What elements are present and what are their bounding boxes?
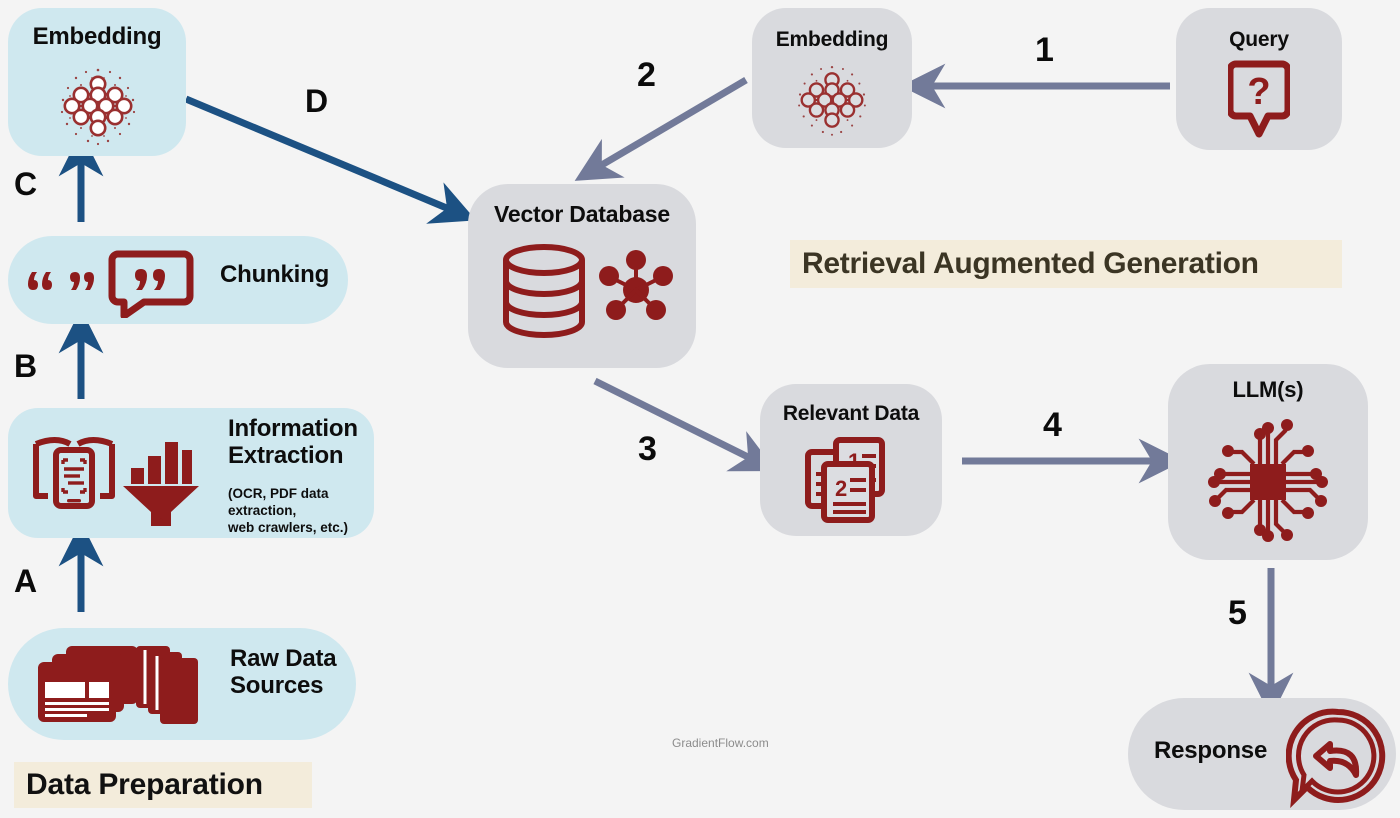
node-title: Embedding	[32, 23, 162, 50]
step-label-2: 2	[637, 56, 656, 94]
question-speech-bubble-icon: ?	[1228, 60, 1290, 138]
node-response[interactable]: Response	[1128, 698, 1396, 810]
node-embedding-left[interactable]: Embedding	[8, 8, 186, 156]
svg-text:?: ?	[1247, 71, 1270, 113]
step-label-5: 5	[1228, 594, 1247, 632]
node-query[interactable]: Query ?	[1176, 8, 1342, 150]
step-label-3: 3	[638, 430, 657, 468]
step-label-b: B	[14, 348, 38, 384]
step-label-1: 1	[1035, 31, 1054, 69]
ai-chip-icon	[1208, 419, 1328, 542]
stacked-documents-icon	[38, 646, 198, 724]
node-title: Information Extraction	[228, 415, 358, 469]
arrow-2	[574, 76, 748, 181]
step-label-4: 4	[1043, 406, 1062, 444]
node-title: Vector Database	[494, 201, 670, 227]
node-subtitle: (OCR, PDF data extraction, web crawlers,…	[228, 486, 349, 535]
step-label-d: D	[305, 83, 329, 119]
node-llm[interactable]: LLM(s)	[1168, 364, 1368, 560]
embedding-network-icon	[798, 65, 866, 136]
node-title: Embedding	[775, 28, 889, 51]
step-label-a: A	[14, 563, 38, 599]
svg-text:2: 2	[835, 476, 847, 501]
node-title: Query	[1229, 28, 1289, 51]
banner-data-preparation: Data Preparation	[14, 762, 312, 808]
node-title: LLM(s)	[1232, 377, 1304, 402]
document-scan-funnel-icon	[33, 437, 199, 526]
node-raw-data-sources[interactable]: Raw Data Sources	[8, 628, 356, 740]
banner-retrieval-augmented-generation: Retrieval Augmented Generation	[790, 240, 1342, 288]
reply-speech-bubble-icon	[1286, 708, 1386, 808]
node-embedding-right[interactable]: Embedding	[752, 8, 912, 148]
arrow-3	[593, 377, 777, 472]
database-cylinder-graph-icon	[503, 244, 673, 338]
node-information-extraction[interactable]: Information Extraction (OCR, PDF data ex…	[8, 408, 374, 538]
node-title: Relevant Data	[782, 402, 920, 425]
node-title: Raw Data Sources	[230, 645, 337, 699]
node-title: Chunking	[220, 261, 330, 288]
node-vector-database[interactable]: Vector Database	[468, 184, 696, 368]
step-label-c: C	[14, 166, 38, 202]
node-relevant-data[interactable]: Relevant Data 1 2	[760, 384, 942, 536]
quotation-marks-icon	[28, 250, 194, 318]
watermark-gradientflow: GradientFlow.com	[672, 736, 769, 750]
numbered-documents-icon: 1 2	[805, 437, 885, 523]
node-title: Response	[1154, 737, 1268, 764]
node-chunking[interactable]: Chunking	[8, 236, 348, 324]
embedding-network-icon	[60, 68, 136, 146]
